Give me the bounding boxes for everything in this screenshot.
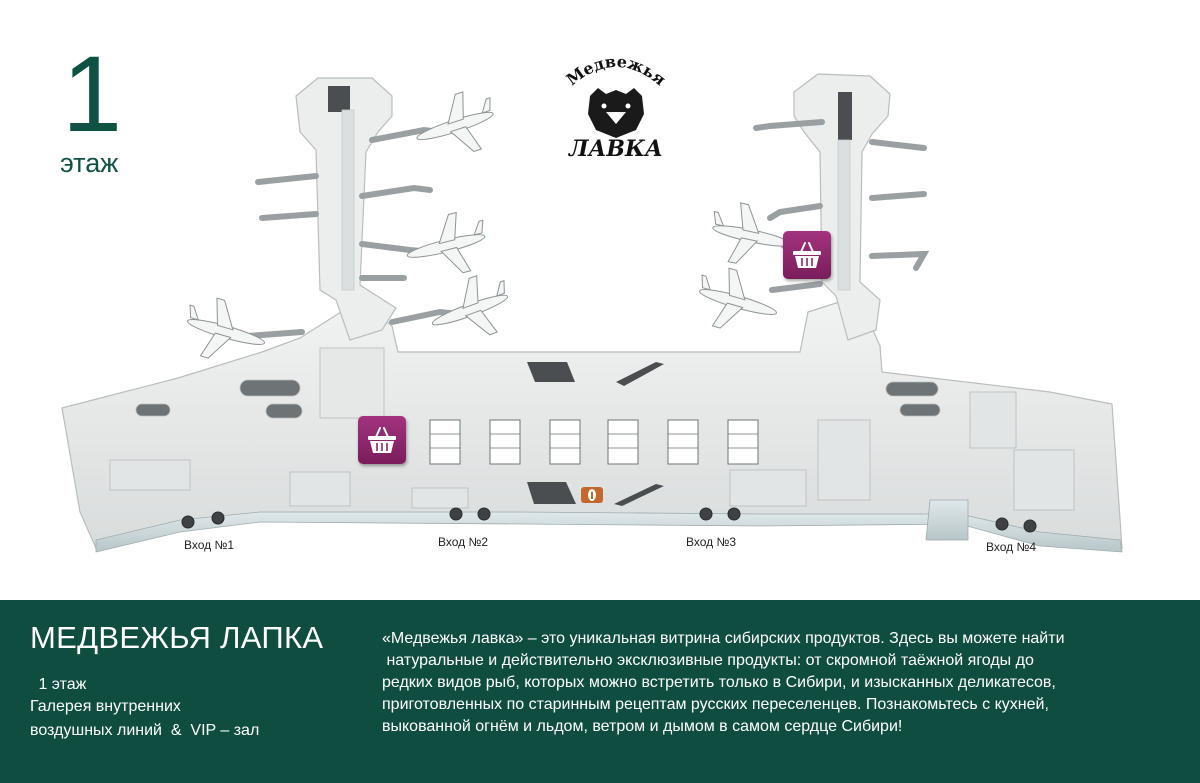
logo-bottom-text: ЛАВКА	[568, 136, 663, 162]
info-icon[interactable]	[581, 487, 603, 503]
floor-label: этаж	[60, 148, 119, 178]
bear-head-icon	[588, 88, 644, 138]
description-line: натуральные и действительно эксклюзивные…	[382, 652, 1034, 669]
shopping-basket-icon[interactable]	[783, 231, 831, 279]
entrance-label-2: Вход №2	[438, 535, 489, 549]
entrance-label-4: Вход №4	[986, 540, 1037, 554]
terminal-map: Медвежья ЛАВКА 1 этаж	[60, 33, 1123, 554]
floor-number: 1	[62, 33, 123, 154]
description-line: приготовленных по старинным рецептам рус…	[382, 696, 1049, 713]
entrance-label-3: Вход №3	[686, 535, 737, 549]
right-jet-bridges	[753, 119, 930, 293]
shop-zone-line-1: Галерея внутренних	[30, 698, 181, 715]
description-line: «Медвежья лавка» – это уникальная витрин…	[382, 630, 1065, 647]
shop-floor: 1 этаж	[34, 676, 87, 693]
entrance-doors	[181, 507, 1037, 533]
interior-blocks	[109, 347, 1075, 511]
entrance-label-1: Вход №1	[184, 538, 235, 552]
shop-title: МЕДВЕЖЬЯ ЛАПКА	[30, 620, 324, 655]
check-in-desks	[429, 419, 759, 465]
shopping-basket-icon[interactable]	[358, 416, 406, 464]
description-line: выкованной огнём и льдом, ветром и дымом…	[382, 718, 903, 735]
entrance-canopy	[925, 499, 969, 541]
terminal-front-facade	[95, 511, 1123, 553]
logo-arc-text: Медвежья	[563, 52, 670, 89]
shop-info-panel: МЕДВЕЖЬЯ ЛАПКА 1 этаж Галерея внутренних…	[0, 600, 1200, 783]
terminal-floorplan	[61, 73, 1123, 553]
description-line: редких видов рыб, которых можно встретит…	[382, 674, 1056, 691]
shop-logo: Медвежья ЛАВКА	[560, 52, 672, 162]
airplanes	[187, 91, 792, 359]
central-escalators	[527, 362, 664, 506]
left-pier-escalator	[328, 86, 350, 112]
right-pier-escalator	[838, 92, 852, 140]
shop-description: «Медвежья лавка» – это уникальная витрин…	[382, 628, 1162, 738]
shop-zone-line-2: воздушных линий & VIP – зал	[30, 722, 260, 739]
